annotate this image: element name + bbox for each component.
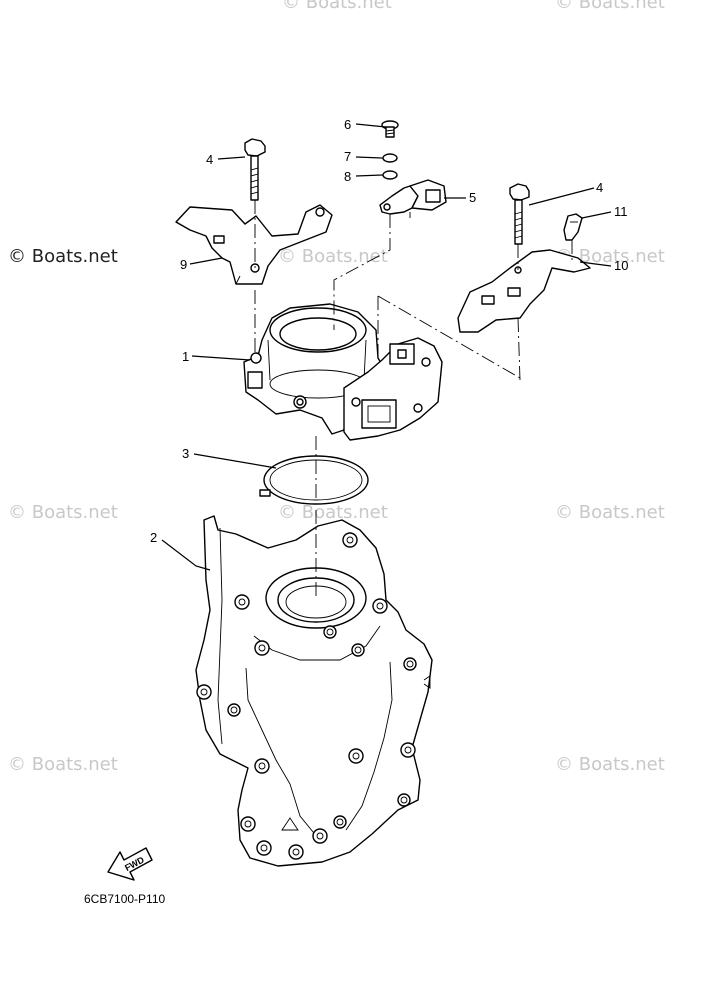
callout-1: 1 (182, 349, 189, 364)
watermark: © Boats.net (555, 754, 665, 775)
callout-5: 5 (469, 190, 476, 205)
watermark: © Boats.net (278, 502, 388, 523)
watermark-primary: © Boats.net (8, 246, 118, 267)
callout-11: 11 (614, 204, 628, 219)
forward-arrow-icon: FWD (107, 847, 153, 881)
sensor-5 (379, 179, 447, 218)
callout-6: 6 (344, 117, 351, 132)
gasket-3 (259, 455, 369, 505)
callout-8: 8 (344, 169, 351, 184)
intake-manifold-2 (195, 515, 433, 867)
callout-10: 10 (614, 258, 628, 273)
callout-7: 7 (344, 149, 351, 164)
watermark: © Boats.net (8, 754, 118, 775)
callouts: 4 9 6 7 8 5 4 11 10 1 3 2 (150, 117, 628, 545)
guide-lines (254, 200, 573, 600)
callout-4-right: 4 (596, 180, 603, 195)
watermark: © Boats.net (282, 0, 392, 13)
drawing-code: 6CB7100-P110 (84, 892, 165, 906)
watermark: © Boats.net (278, 246, 388, 267)
bolt-right (509, 183, 530, 245)
bracket-10 (457, 249, 591, 333)
throttle-body-1 (243, 303, 443, 441)
watermark: © Boats.net (555, 502, 665, 523)
callout-3: 3 (182, 446, 189, 461)
callout-9: 9 (180, 257, 187, 272)
screw-6 (381, 120, 399, 138)
oring-8 (382, 170, 398, 180)
washer-7 (382, 153, 398, 163)
watermark: © Boats.net (555, 0, 665, 13)
bolt-left (244, 138, 266, 201)
bracket-9 (175, 204, 333, 285)
leader-lines (161, 123, 612, 571)
callout-2: 2 (150, 530, 157, 545)
callout-4-left: 4 (206, 152, 213, 167)
watermark: © Boats.net (8, 502, 118, 523)
clip-11 (563, 213, 583, 241)
